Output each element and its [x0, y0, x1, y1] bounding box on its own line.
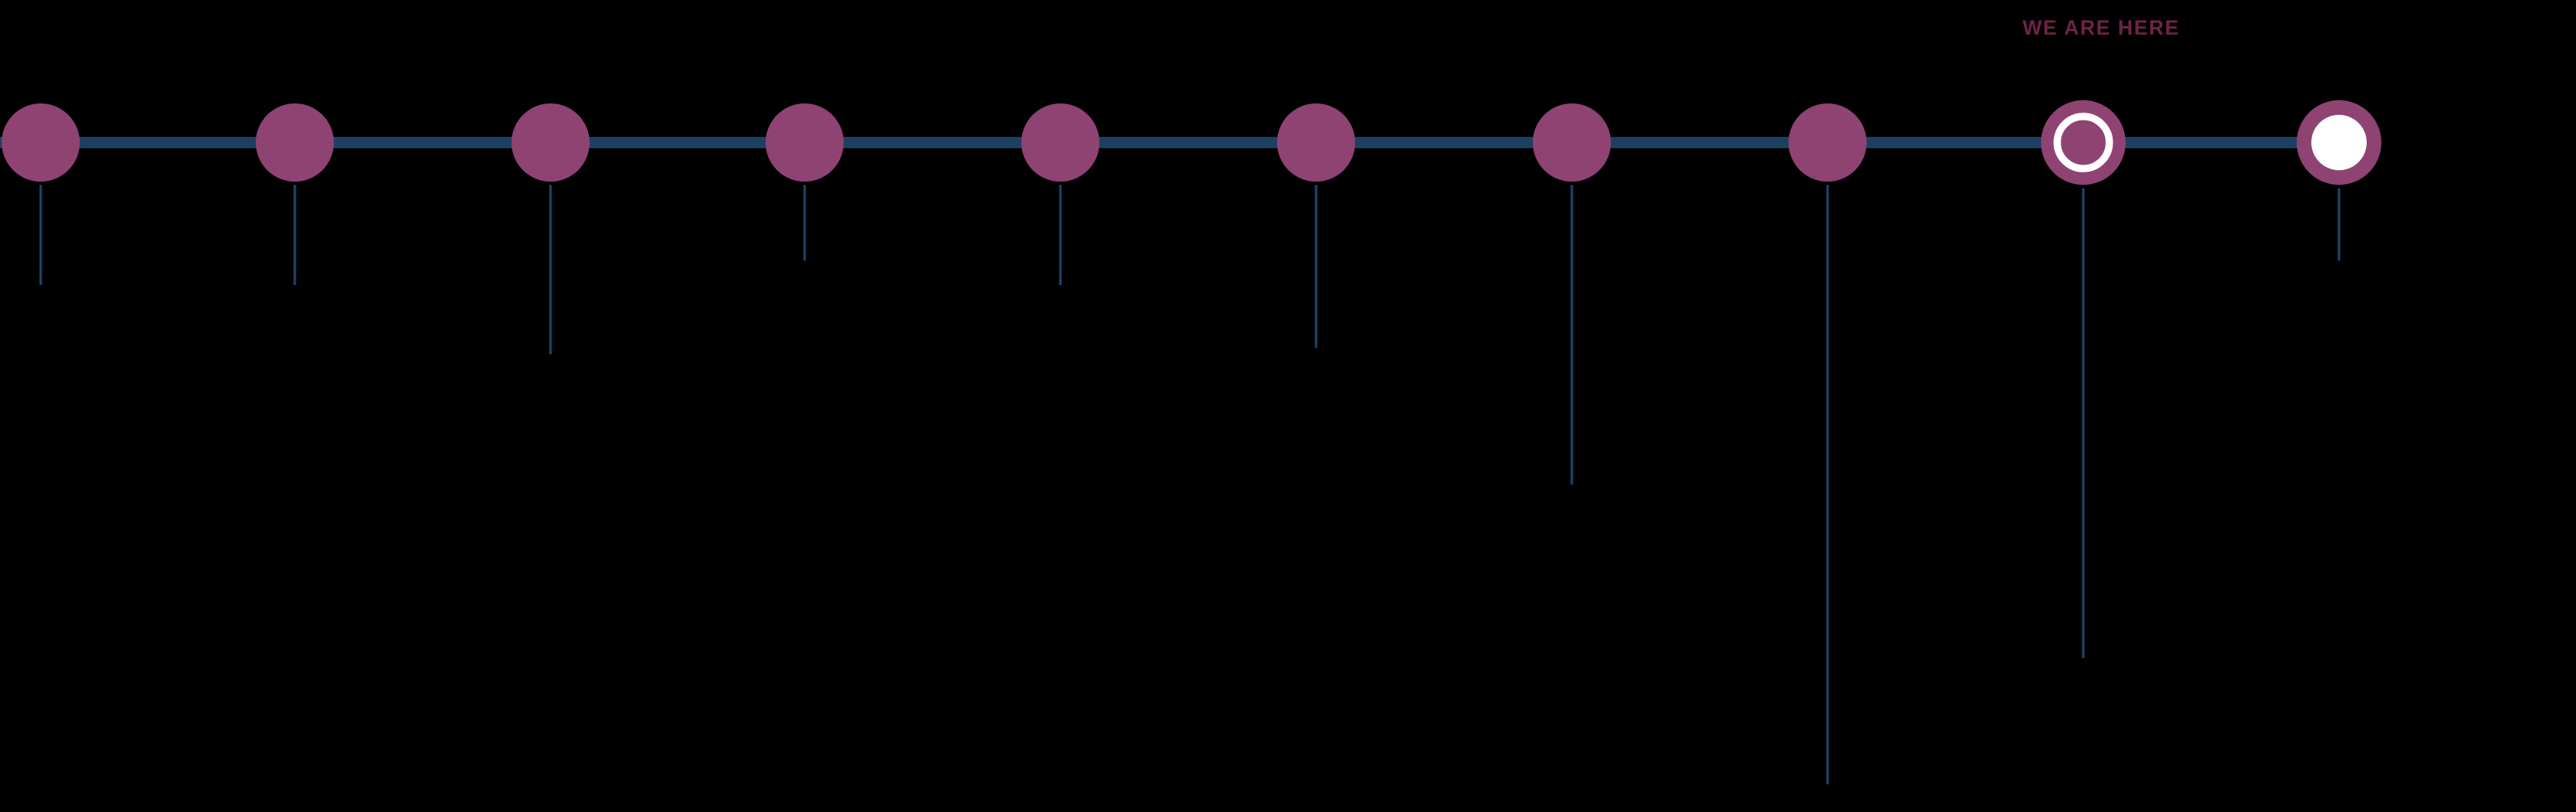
timeline-rail-layer [0, 137, 2339, 148]
milestone-marker-3[interactable] [766, 103, 844, 182]
milestone-marker-7[interactable] [1788, 103, 1867, 182]
milestone-marker-8[interactable] [2041, 100, 2126, 185]
milestone-marker-4[interactable] [1021, 103, 1099, 182]
milestone-dot-icon [1533, 103, 1611, 182]
milestone-dot-icon [766, 103, 844, 182]
milestone-marker-5[interactable] [1277, 103, 1355, 182]
timeline-rail [0, 137, 2339, 148]
milestone-marker-6[interactable] [1533, 103, 1611, 182]
milestone-dot-icon [1788, 103, 1867, 182]
milestone-dot-icon [511, 103, 590, 182]
future-milestone-core-icon [2311, 115, 2367, 170]
timeline-annotation-layer: WE ARE HERE [2022, 17, 2179, 40]
milestone-disc-icon [2041, 100, 2126, 185]
timeline-stem-layer [39, 185, 2341, 784]
milestone-marker-2[interactable] [511, 103, 590, 182]
timeline-marker-layer [2, 100, 2381, 185]
milestone-dot-icon [256, 103, 334, 182]
milestone-dot-icon [1277, 103, 1355, 182]
milestone-marker-0[interactable] [2, 103, 80, 182]
milestone-dot-icon [1021, 103, 1099, 182]
current-position-ring-icon [2053, 112, 2113, 173]
milestone-marker-9[interactable] [2297, 100, 2381, 185]
milestone-marker-1[interactable] [256, 103, 334, 182]
we-are-here-label: WE ARE HERE [2022, 17, 2179, 40]
milestone-dot-icon [2, 103, 80, 182]
